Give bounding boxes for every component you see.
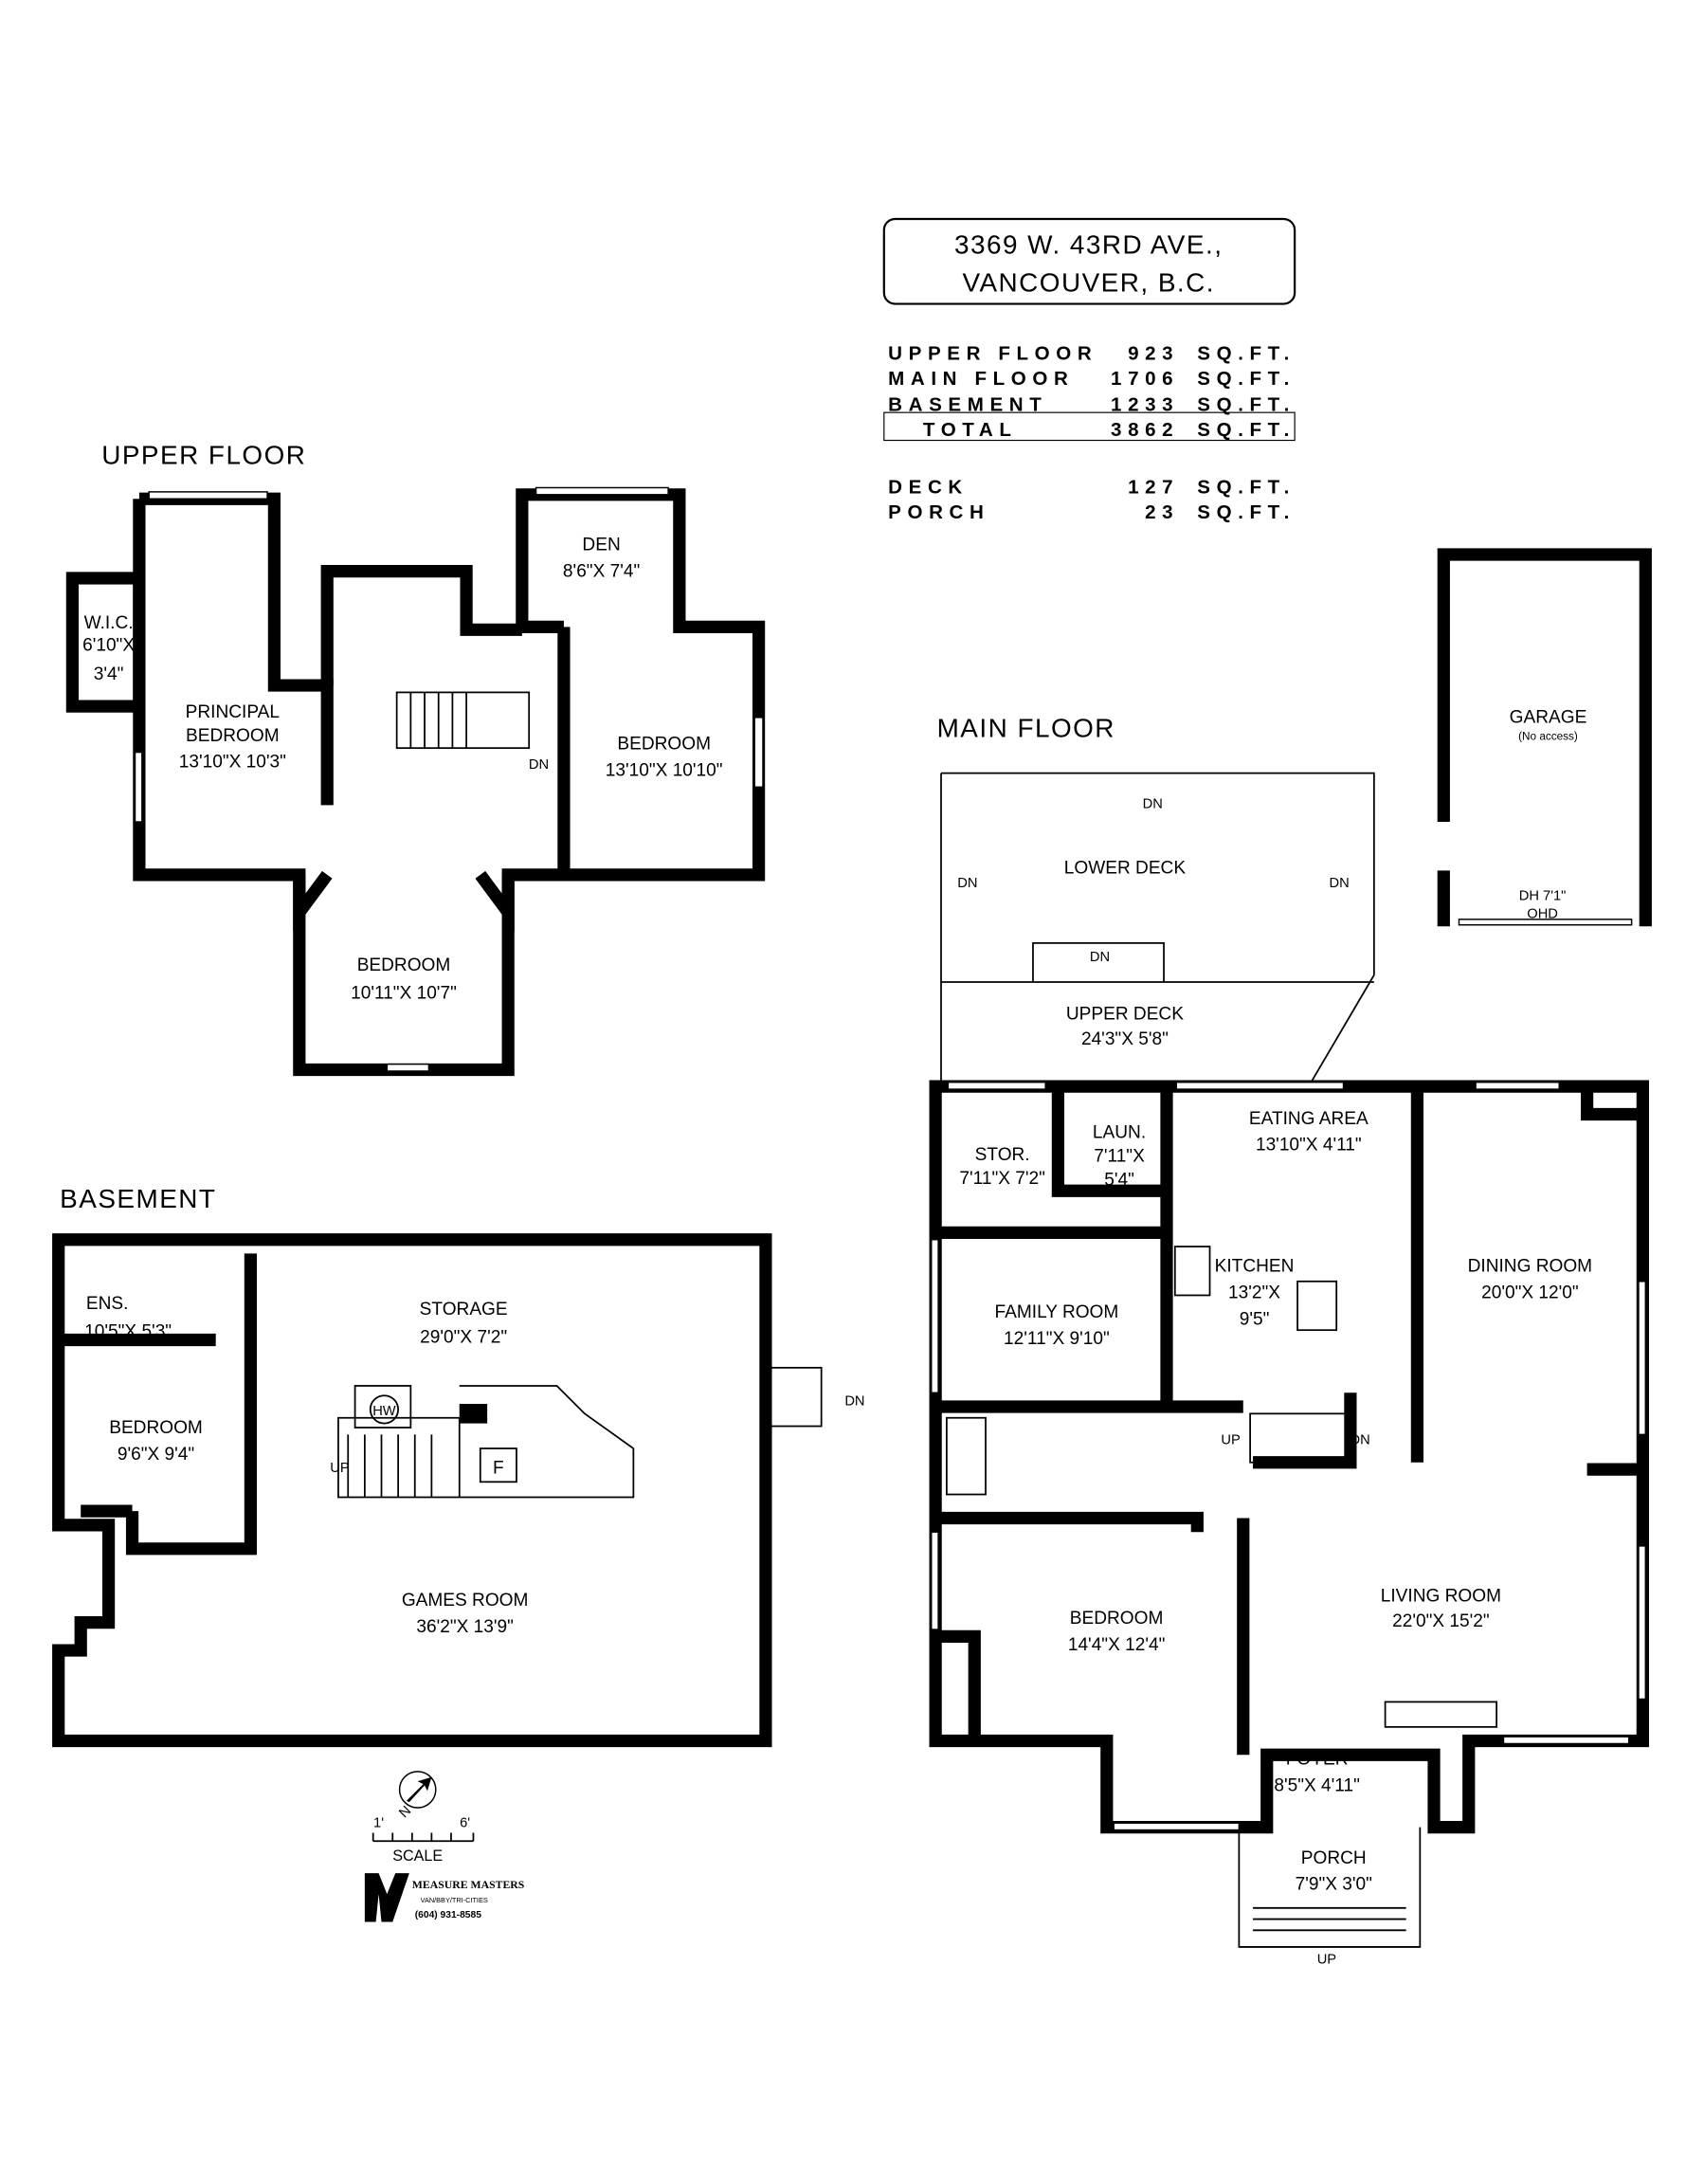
measure-masters-logo: MEASURE MASTERS VAN/BBY/TRI-CITIES (604)…: [364, 1873, 525, 1922]
porch-dim: 7'9"X 3'0": [1296, 1875, 1372, 1895]
eating-area-label: EATING AREA: [1249, 1109, 1369, 1129]
north-arrow-icon: N: [396, 1771, 437, 1821]
bedroom-dim: 14'4"X 12'4": [1068, 1635, 1166, 1655]
dining-room-label: DINING ROOM: [1468, 1256, 1592, 1276]
area-value-total: 3862: [1111, 419, 1179, 441]
bedroom-label: BEDROOM: [109, 1418, 203, 1438]
overhead-door-label: OHD: [1527, 906, 1558, 921]
furnace: F: [493, 1458, 504, 1478]
family-room-label: FAMILY ROOM: [995, 1302, 1119, 1322]
company-name: MEASURE MASTERS: [412, 1879, 525, 1891]
bedroom-dim: 13'10"X 10'10": [606, 761, 723, 781]
laundry-label: LAUN.: [1093, 1122, 1146, 1142]
main-floor-plan: LOWER DECK DN DN DN DN UPPER DECK 24'3"X…: [929, 772, 1649, 1968]
wic-dim: 6'10"X: [82, 635, 135, 655]
area-unit: SQ.FT.: [1197, 419, 1296, 441]
ens-dim: 10'5"X 5'3": [84, 1322, 172, 1342]
address-line2: VANCOUVER, B.C.: [962, 267, 1215, 297]
bedroom-label: BEDROOM: [1070, 1609, 1164, 1629]
scale-6ft: 6': [460, 1816, 470, 1831]
area-label-total: TOTAL: [923, 419, 1018, 441]
area-unit: SQ.FT.: [1197, 394, 1296, 416]
stair-up-label: UP: [1221, 1433, 1241, 1448]
area-value: 923: [1128, 342, 1179, 364]
storage-label: STORAGE: [420, 1300, 508, 1320]
bedroom-label: BEDROOM: [617, 735, 711, 755]
storage-dim: 29'0"X 7'2": [420, 1327, 507, 1347]
eating-area-dim: 13'10"X 4'11": [1256, 1136, 1362, 1156]
games-room-label: GAMES ROOM: [402, 1591, 529, 1611]
storage-label: STOR.: [975, 1145, 1030, 1165]
laundry-dim: 7'11"X: [1094, 1146, 1145, 1166]
bedroom-dim: 10'11"X 10'7": [351, 984, 457, 1004]
laundry-dim: 5'4": [1104, 1170, 1134, 1190]
kitchen-dim: 13'2"X: [1228, 1283, 1280, 1302]
foyer-label: FOYER: [1286, 1750, 1349, 1770]
garage-note: (No access): [1518, 730, 1578, 742]
scale-label: SCALE: [392, 1847, 443, 1865]
stair-up-label: UP: [330, 1461, 350, 1476]
basement-title: BASEMENT: [60, 1184, 216, 1213]
foyer-dim: 8'5"X 4'11": [1274, 1775, 1360, 1795]
area-value: 23: [1145, 501, 1179, 523]
porch-up-label: UP: [1317, 1953, 1337, 1968]
area-unit: SQ.FT.: [1197, 501, 1296, 523]
principal-bedroom-label: PRINCIPAL: [186, 702, 280, 722]
bedroom-dim: 9'6"X 9'4": [118, 1445, 194, 1465]
company-phone: (604) 931-8585: [415, 1910, 481, 1920]
legend: N 1' 6' SCALE MEASURE MASTERS VAN/BBY/TR…: [364, 1771, 525, 1922]
bedroom-label: BEDROOM: [357, 956, 451, 975]
kitchen-dim: 9'5": [1240, 1309, 1270, 1329]
lower-deck-label: LOWER DECK: [1064, 858, 1187, 878]
wic-label: W.I.C.: [84, 613, 134, 633]
upper-deck-label: UPPER DECK: [1066, 1005, 1184, 1025]
area-unit: SQ.FT.: [1197, 368, 1296, 390]
hot-water-tank: HW: [372, 1404, 396, 1419]
ens-label: ENS.: [86, 1294, 129, 1314]
main-floor-title: MAIN FLOOR: [937, 713, 1115, 742]
den-dim: 8'6"X 7'4": [563, 561, 640, 581]
kitchen-label: KITCHEN: [1215, 1256, 1295, 1276]
living-room-label: LIVING ROOM: [1381, 1587, 1501, 1607]
area-table: UPPER FLOOR 923 SQ.FT. MAIN FLOOR 1706 S…: [883, 342, 1296, 523]
porch-label: PORCH: [1301, 1848, 1367, 1868]
address-line1: 3369 W. 43RD AVE.,: [954, 230, 1223, 260]
dining-room-dim: 20'0"X 12'0": [1481, 1283, 1579, 1302]
company-areas: VAN/BBY/TRI-CITIES: [421, 1896, 488, 1904]
stair-down-label: DN: [844, 1394, 864, 1410]
stair-down-label: DN: [529, 757, 549, 773]
principal-bedroom-dim: 13'10"X 10'3": [179, 753, 286, 773]
stair-down-label: DN: [957, 876, 977, 891]
principal-bedroom-label: BEDROOM: [186, 726, 280, 746]
area-label: BASEMENT: [888, 394, 1047, 416]
wic-dim: 3'4": [94, 664, 124, 684]
area-unit: SQ.FT.: [1197, 342, 1296, 364]
area-value: 1233: [1111, 394, 1179, 416]
living-room-dim: 22'0"X 15'2": [1392, 1611, 1490, 1631]
scale-1ft: 1': [373, 1816, 384, 1831]
storage-dim: 7'11"X 7'2": [959, 1169, 1045, 1189]
stair-down-label: DN: [1351, 1433, 1370, 1448]
games-room-dim: 36'2"X 13'9": [416, 1617, 514, 1637]
garage-label: GARAGE: [1510, 708, 1587, 728]
stair-down-label: DN: [1143, 796, 1163, 811]
upper-floor-plan: W.I.C. 6'10"X 3'4" PRINCIPAL BEDROOM 13'…: [65, 486, 766, 1077]
upper-deck-dim: 24'3"X 5'8": [1081, 1029, 1169, 1049]
upper-floor-title: UPPER FLOOR: [101, 441, 306, 470]
stair-down-label: DN: [1090, 950, 1110, 965]
area-value: 1706: [1111, 368, 1179, 390]
garage-door-height: DH 7'1": [1519, 888, 1567, 903]
stair-down-label: DN: [1330, 876, 1350, 891]
area-value: 127: [1128, 476, 1179, 498]
den-label: DEN: [582, 536, 620, 555]
area-unit: SQ.FT.: [1197, 476, 1296, 498]
area-label: PORCH: [888, 501, 989, 523]
address-box: 3369 W. 43RD AVE., VANCOUVER, B.C.: [882, 217, 1296, 305]
area-label: DECK: [888, 476, 969, 498]
garage-plan: GARAGE (No access) DH 7'1" OHD: [1437, 548, 1652, 927]
area-label: UPPER FLOOR: [888, 342, 1097, 364]
area-label: MAIN FLOOR: [888, 368, 1074, 390]
basement-plan: ENS. 10'5"X 5'3" STORAGE 29'0"X 7'2" BED…: [52, 1233, 865, 1748]
family-room-dim: 12'11"X 9'10": [1004, 1329, 1110, 1349]
